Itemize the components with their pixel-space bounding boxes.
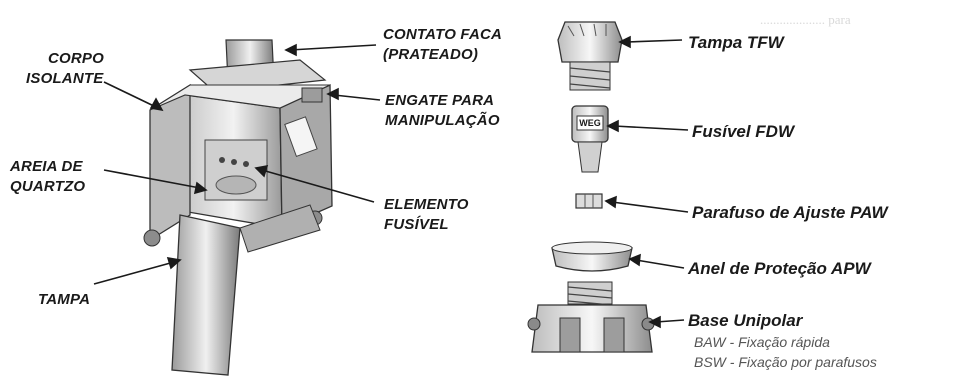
background-text: .................... para xyxy=(760,12,851,27)
base-unipolar-shape xyxy=(527,281,655,353)
leader-arrows xyxy=(93,35,689,329)
label-base-unipolar: Base Unipolar xyxy=(688,311,803,330)
fuse-brand-mark: WEG xyxy=(579,118,601,128)
label-tampa-tfw: Tampa TFW xyxy=(688,33,784,52)
label-bsw: BSW - Fixação por parafusos xyxy=(694,354,877,370)
diazed-illustration xyxy=(527,21,655,353)
label-areia-line1: AREIA DE xyxy=(10,158,83,175)
label-baw: BAW - Fixação rápida xyxy=(694,334,830,350)
label-tampa: TAMPA xyxy=(38,291,91,308)
label-contato-faca-line2: (PRATEADO) xyxy=(383,46,479,63)
anel-apw-shape xyxy=(551,247,633,272)
bottom-tab xyxy=(171,214,241,376)
tampa-tfw-shape xyxy=(557,21,623,63)
handle-latch xyxy=(301,87,323,103)
label-parafuso-paw: Parafuso de Ajuste PAW xyxy=(692,203,888,222)
label-areia-line2: QUARTZO xyxy=(10,178,86,195)
label-corpo-isolante-line1: CORPO xyxy=(48,50,105,67)
label-corpo-isolante-line2: ISOLANTE xyxy=(26,70,104,87)
label-contato-faca-line1: CONTATO FACA xyxy=(383,26,503,43)
label-engate-line2: MANIPULAÇÃO xyxy=(385,112,500,129)
label-elemento-line2: FUSÍVEL xyxy=(384,216,449,233)
nh-fuse-illustration xyxy=(143,39,333,376)
label-engate-line1: ENGATE PARA xyxy=(385,92,495,109)
parafuso-paw-shape xyxy=(575,193,603,209)
label-anel-apw: Anel de Proteção APW xyxy=(688,259,871,278)
label-fusivel-fdw: Fusível FDW xyxy=(692,122,795,141)
label-elemento-line1: ELEMENTO xyxy=(384,196,469,213)
